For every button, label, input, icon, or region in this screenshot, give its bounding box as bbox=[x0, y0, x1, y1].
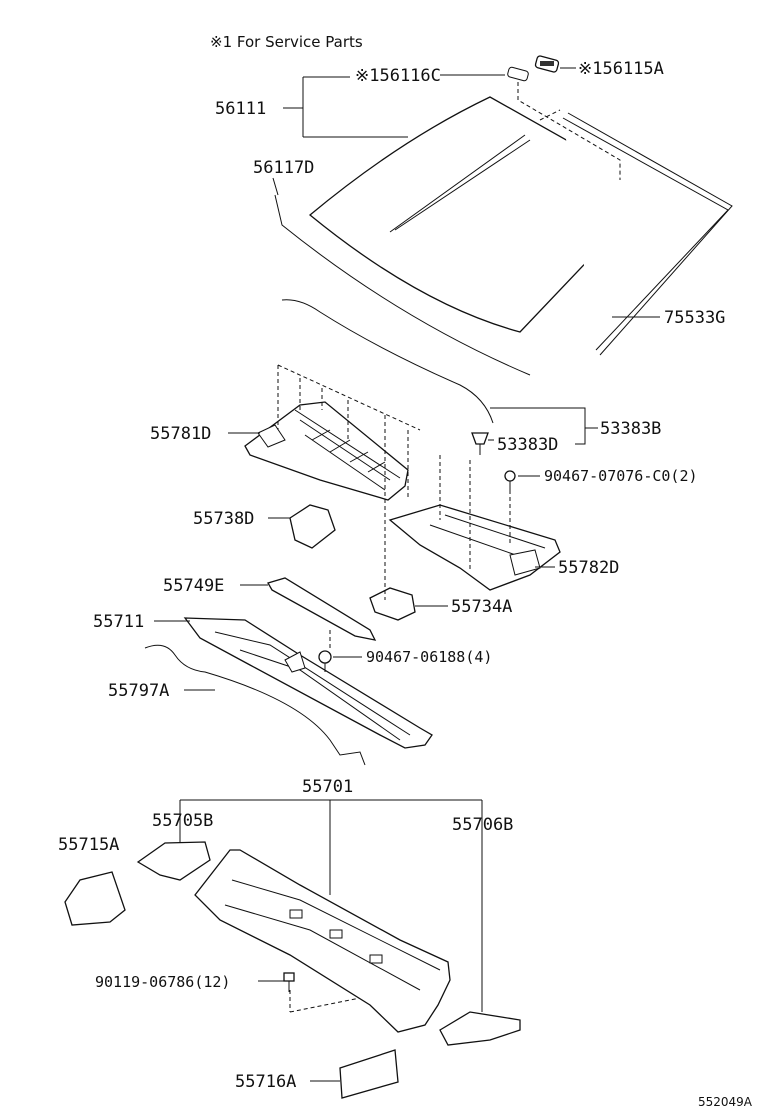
label-90467-06188: 90467-06188(4) bbox=[366, 648, 492, 666]
seal-55738D bbox=[289, 504, 336, 549]
assembly-dashes bbox=[277, 364, 511, 1013]
bolt-90119-06786 bbox=[283, 972, 295, 992]
clip-56116C bbox=[507, 66, 529, 82]
label-56115A: ※156115A bbox=[578, 59, 664, 79]
clip-53383D bbox=[471, 432, 489, 455]
clip-56115A bbox=[534, 55, 560, 73]
seal-55734A bbox=[369, 587, 416, 621]
reinforcement-55716A bbox=[339, 1049, 399, 1099]
label-55716A: 55716A bbox=[235, 1072, 296, 1092]
label-55715A: 55715A bbox=[58, 835, 119, 855]
label-53383D: 53383D bbox=[497, 435, 558, 455]
label-55711: 55711 bbox=[93, 612, 144, 632]
windshield-moulding bbox=[562, 112, 733, 356]
cowl-louver-lh bbox=[244, 401, 409, 501]
label-55782D: 55782D bbox=[558, 558, 619, 578]
clip-90467-06188 bbox=[318, 650, 332, 672]
service-parts-note: ※1 For Service Parts bbox=[210, 33, 363, 51]
dash-panel bbox=[194, 849, 451, 1033]
label-55781D: 55781D bbox=[150, 424, 211, 444]
label-56116C: ※156116C bbox=[355, 66, 441, 86]
seal-55749E bbox=[267, 577, 377, 641]
clip-dash-1 bbox=[517, 82, 621, 180]
cowl-weatherstrip bbox=[281, 299, 494, 424]
label-55734A: 55734A bbox=[451, 597, 512, 617]
cowl-louver-rh bbox=[388, 504, 561, 591]
clip-dash-2 bbox=[539, 109, 561, 121]
reinforcement-55715A bbox=[64, 871, 126, 926]
cowl-panel-outer bbox=[183, 617, 433, 749]
label-56117D: 56117D bbox=[253, 158, 314, 178]
label-55749E: 55749E bbox=[163, 576, 224, 596]
label-75533G: 75533G bbox=[664, 308, 725, 328]
label-90119-06786: 90119-06786(12) bbox=[95, 973, 230, 991]
leader-lines bbox=[154, 67, 660, 1082]
clip-90467-07076 bbox=[504, 470, 516, 490]
label-90467-07076: 90467-07076-C0(2) bbox=[544, 467, 698, 485]
label-55738D: 55738D bbox=[193, 509, 254, 529]
label-53383B: 53383B bbox=[600, 419, 661, 439]
label-55701: 55701 bbox=[302, 777, 353, 797]
bracket-55705B bbox=[136, 841, 211, 881]
label-55705B: 55705B bbox=[152, 811, 213, 831]
seal-55797A bbox=[144, 644, 366, 766]
label-55706B: 55706B bbox=[452, 815, 513, 835]
diagram-code: 552049A bbox=[698, 1095, 753, 1109]
bracket-55706B bbox=[439, 1011, 521, 1046]
lower-seal bbox=[274, 194, 531, 376]
label-56111: 56111 bbox=[215, 99, 266, 119]
label-55797A: 55797A bbox=[108, 681, 169, 701]
